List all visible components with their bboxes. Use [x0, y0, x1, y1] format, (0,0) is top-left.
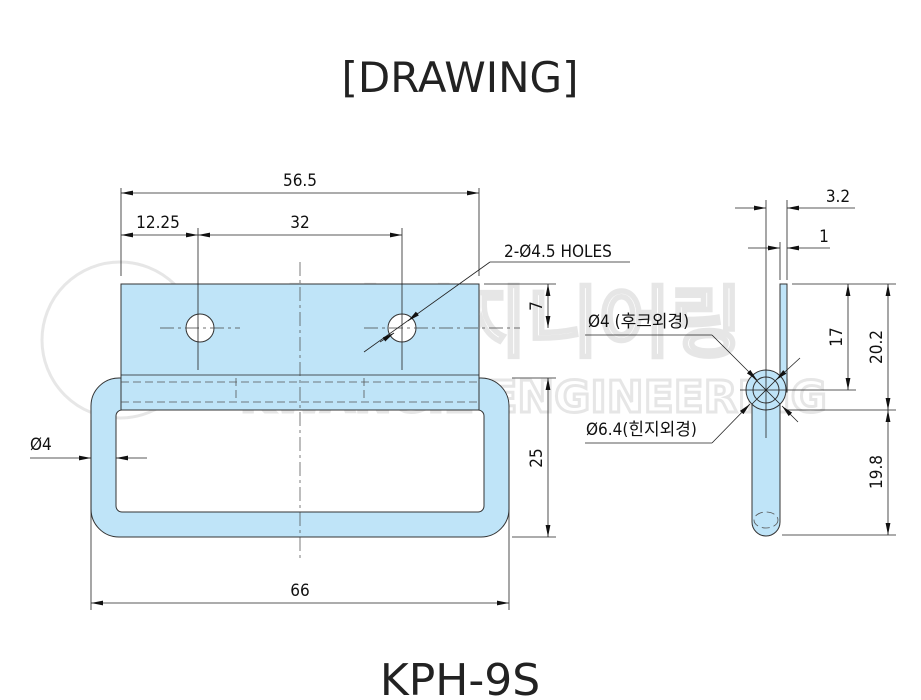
side-rod: [751, 389, 781, 537]
dim-3-2: 3.2: [826, 187, 850, 207]
hinge-label: Ø6.4(힌지외경): [586, 420, 697, 440]
dim-ring-diameter: Ø4: [30, 435, 52, 455]
hook-label: Ø4 (후크외경): [588, 312, 689, 332]
dim-17: 17: [827, 327, 847, 346]
dim-32: 32: [290, 213, 309, 233]
dim-7: 7: [527, 301, 547, 311]
holes-label: 2-Ø4.5 HOLES: [504, 242, 612, 262]
dim-25: 25: [527, 448, 547, 467]
drawing-title: [DRAWING]: [342, 53, 579, 102]
dim-66: 66: [290, 581, 309, 601]
dim-12-25: 12.25: [136, 213, 180, 233]
model-name: KPH-9S: [380, 655, 540, 700]
dim-56-5: 56.5: [283, 171, 317, 191]
dim-20-2: 20.2: [867, 330, 887, 364]
front-view: [90, 188, 520, 610]
dim-1: 1: [819, 227, 829, 247]
dim-19-8: 19.8: [867, 455, 887, 489]
side-view: [745, 200, 788, 537]
